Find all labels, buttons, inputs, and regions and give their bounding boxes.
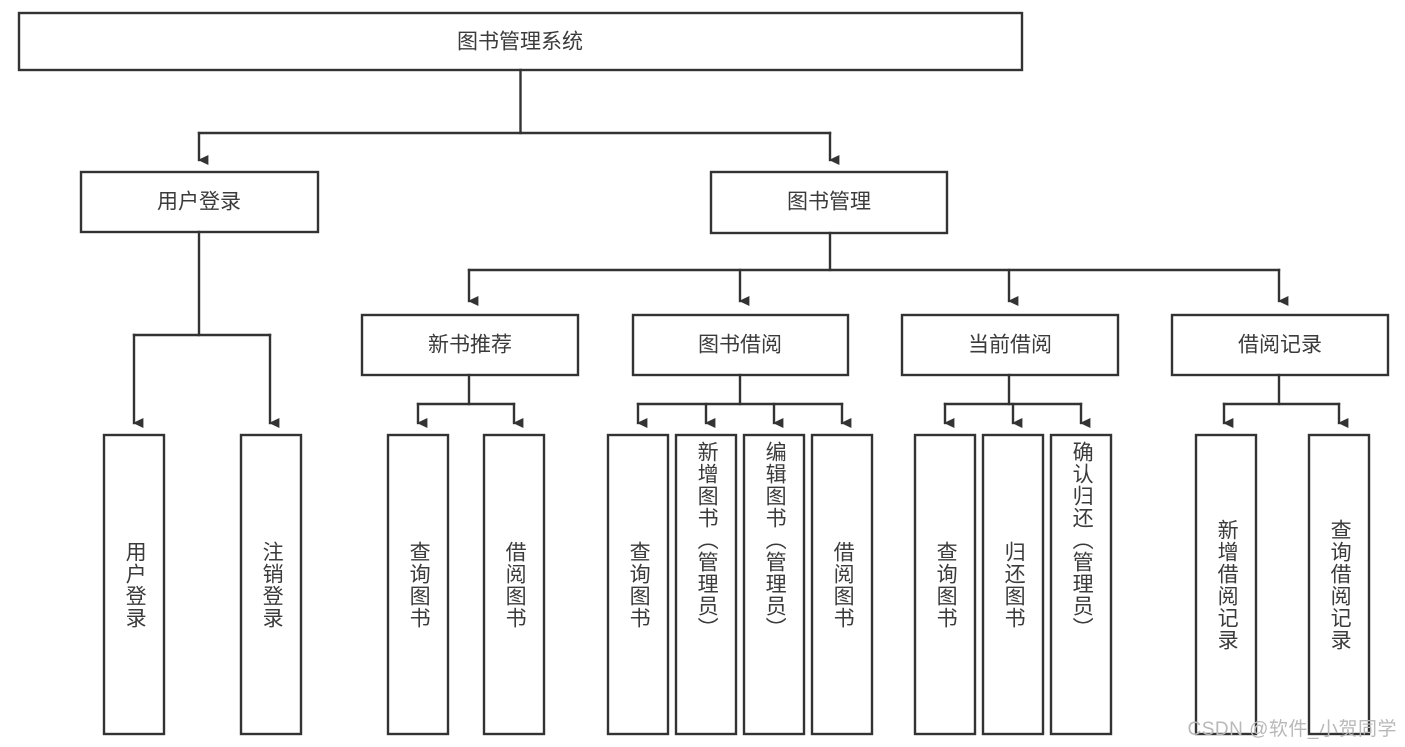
leaf-book-borrow-3[interactable] (742, 433, 806, 736)
leaf-user-login-2-label-wrap: 注销登录 (241, 435, 301, 734)
leaf-current-borrow-1-label: 查询图书 (934, 540, 958, 629)
leaf-current-borrow-1[interactable] (913, 433, 977, 736)
node-book-borrow-label: 图书借阅 (698, 334, 782, 357)
leaf-user-login-2-label: 注销登录 (260, 540, 284, 629)
leaf-borrow-record-1[interactable] (1194, 433, 1258, 736)
node-current-borrow-label: 当前借阅 (968, 334, 1052, 357)
node-book-borrow[interactable] (631, 313, 850, 377)
leaf-new-book-2-label: 借阅图书 (503, 540, 527, 629)
leaf-user-login-1[interactable] (102, 433, 166, 736)
leaf-new-book-1[interactable] (386, 433, 450, 736)
leaf-book-borrow-1-label-wrap: 查询图书 (608, 435, 668, 734)
node-user-login-label: 用户登录 (157, 191, 241, 214)
node-book-manage-label: 图书管理 (787, 191, 871, 214)
leaf-book-borrow-1-label: 查询图书 (627, 540, 651, 629)
leaf-user-login-1-label-wrap: 用户登录 (104, 435, 164, 734)
node-new-book-recommend-label: 新书推荐 (428, 334, 512, 357)
leaf-user-login-1-label: 用户登录 (123, 540, 147, 629)
node-borrow-record-label: 借阅记录 (1238, 334, 1322, 357)
leaf-user-login-2[interactable] (239, 433, 303, 736)
leaf-new-book-1-label-wrap: 查询图书 (388, 435, 448, 734)
leaf-current-borrow-2-label-wrap: 归还图书 (983, 435, 1043, 734)
leaf-borrow-record-2-label: 查询借阅记录 (1328, 518, 1352, 651)
leaf-book-borrow-1[interactable] (606, 433, 670, 736)
leaf-new-book-1-label: 查询图书 (407, 540, 431, 629)
leaf-borrow-record-1-label: 新增借阅记录 (1215, 518, 1239, 651)
leaf-new-book-2-label-wrap: 借阅图书 (484, 435, 544, 734)
leaf-current-borrow-3-label-wrap: 确认归还（管理员） (1051, 435, 1111, 734)
leaf-current-borrow-2[interactable] (981, 433, 1045, 736)
leaf-book-borrow-3-label: 编辑图书（管理员） (763, 441, 787, 639)
leaf-book-borrow-4-label-wrap: 借阅图书 (812, 435, 872, 734)
node-book-manage[interactable] (709, 170, 949, 235)
leaf-borrow-record-1-label-wrap: 新增借阅记录 (1196, 435, 1256, 734)
leaf-borrow-record-2-label-wrap: 查询借阅记录 (1309, 435, 1369, 734)
leaf-book-borrow-4[interactable] (810, 433, 874, 736)
leaf-current-borrow-1-label-wrap: 查询图书 (915, 435, 975, 734)
leaf-book-borrow-2-label-wrap: 新增图书（管理员） (676, 435, 736, 734)
node-borrow-record[interactable] (1170, 313, 1390, 377)
leaf-book-borrow-2-label: 新增图书（管理员） (695, 441, 719, 639)
leaf-book-borrow-4-label: 借阅图书 (831, 540, 855, 629)
node-root[interactable] (17, 11, 1024, 72)
csdn-watermark: CSDN @软件_小贺同学 (1187, 719, 1397, 740)
leaf-book-borrow-2[interactable] (674, 433, 738, 736)
leaf-current-borrow-2-label: 归还图书 (1002, 540, 1026, 629)
leaf-new-book-2[interactable] (482, 433, 546, 736)
leaf-book-borrow-3-label-wrap: 编辑图书（管理员） (744, 435, 804, 734)
leaf-current-borrow-3-label: 确认归还（管理员） (1070, 441, 1094, 639)
leaf-borrow-record-2[interactable] (1307, 433, 1371, 736)
node-root-label: 图书管理系统 (457, 31, 583, 54)
leaf-current-borrow-3[interactable] (1049, 433, 1113, 736)
node-current-borrow[interactable] (900, 313, 1120, 377)
node-new-book-recommend[interactable] (360, 313, 580, 377)
